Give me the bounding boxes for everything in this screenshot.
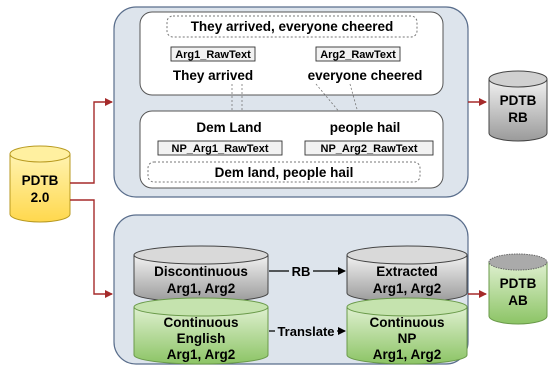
discontinuous-line1: Discontinuous	[154, 264, 248, 279]
continuous-english-cylinder	[133, 297, 269, 365]
extracted-line1: Extracted	[376, 264, 438, 279]
continuous-english-line2: English	[177, 331, 226, 346]
arg1-tag: Arg1_RawText	[175, 49, 251, 61]
original-sentence-frame	[166, 15, 418, 38]
pdtb-ab-line2: AB	[508, 293, 528, 308]
pdtb-rb-line1: PDTB	[500, 93, 537, 108]
translate-label-bg	[275, 323, 337, 339]
discontinuous-cylinder	[133, 245, 269, 303]
pdtb-rb-line2: RB	[508, 110, 528, 125]
continuous-english-line3: Arg1, Arg2	[167, 347, 236, 362]
rb-label-bg	[289, 263, 313, 279]
translated-sentence-frame	[147, 161, 421, 183]
pdtb-2-0-line2: 2.0	[31, 190, 50, 205]
rb-label: RB	[292, 264, 311, 279]
pdtb-rb-cylinder	[488, 70, 548, 142]
np-arg2-tag: NP_Arg2_RawText	[321, 143, 418, 155]
np2-text: people hail	[330, 120, 401, 135]
arg1-tag-box	[170, 46, 256, 62]
pdtb-2-0-line1: PDTB	[22, 173, 59, 188]
extracted-line2: Arg1, Arg2	[373, 281, 442, 296]
np-arg1-tag: NP_Arg1_RawText	[172, 143, 269, 155]
translation-box	[139, 110, 444, 189]
translate-label: Translate	[277, 324, 334, 339]
translated-sentence: Dem land, people hail	[215, 165, 354, 180]
arg2-tag-box	[315, 46, 401, 62]
arg2-text: everyone cheered	[308, 68, 423, 83]
arg2-tag: Arg2_RawText	[320, 49, 396, 61]
pdtb-ab-cylinder	[488, 253, 548, 325]
pdtb-ab-line1: PDTB	[500, 276, 537, 291]
discontinuous-line2: Arg1, Arg2	[167, 281, 236, 296]
sentence-box	[139, 11, 444, 96]
arg1-text: They arrived	[173, 68, 253, 83]
original-sentence: They arrived, everyone cheered	[191, 19, 394, 34]
arrow-to-top-panel	[70, 98, 113, 184]
pdtb-2-0-cylinder	[9, 145, 71, 223]
np-arg2-tag-box	[304, 140, 434, 156]
continuous-np-cylinder	[346, 297, 468, 365]
continuous-english-line1: Continuous	[164, 315, 239, 330]
continuous-np-line1: Continuous	[370, 315, 445, 330]
continuous-np-line2: NP	[398, 331, 417, 346]
np1-text: Dem Land	[196, 120, 261, 135]
arrow-to-bottom-panel	[70, 199, 113, 298]
continuous-np-line3: Arg1, Arg2	[373, 347, 442, 362]
np-arg1-tag-box	[157, 140, 283, 156]
